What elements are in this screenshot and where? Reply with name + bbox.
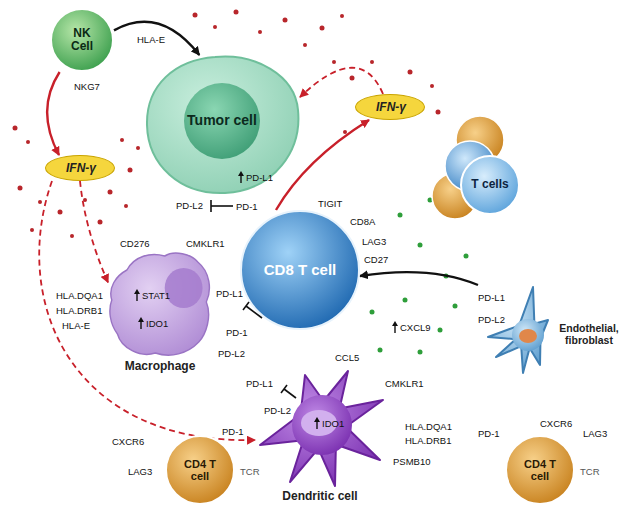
cd4-t-cell: CD4 T cell: [505, 435, 575, 505]
cell-name: NK Cell: [62, 27, 102, 53]
marker-label: PD-1: [236, 201, 258, 212]
cd8-t-cell: CD8 T cell: [240, 210, 360, 330]
marker-label: CXCR6: [112, 436, 144, 447]
cd4-t-cell: CD4 T cell: [165, 435, 235, 505]
marker-label: PD-L2: [264, 405, 291, 416]
marker-label: PSMB10: [393, 456, 431, 467]
dendritic-cell-shape: [255, 368, 385, 488]
cytokine-oval: IFN-γ: [355, 94, 425, 120]
macrophage-shape: [108, 250, 212, 358]
marker-label: STAT1: [142, 290, 170, 301]
marker-label: PD-L1: [246, 378, 273, 389]
cell-name: Tumor cell: [187, 113, 257, 128]
marker-label: PD-L1: [246, 172, 273, 183]
nk-cell: NK Cell: [50, 8, 114, 72]
signal-arrow: [300, 68, 383, 97]
marker-label: HLA.DQA1: [56, 290, 103, 301]
marker-label: HLA.DRB1: [405, 435, 451, 446]
marker-label: HLA-E: [137, 34, 165, 45]
cell-name: IFN-γ: [48, 162, 114, 175]
signal-arrow: [39, 181, 255, 440]
marker-label: CD276: [120, 238, 150, 249]
t-cell: T cells: [460, 155, 520, 215]
marker-label: TIGIT: [318, 198, 342, 209]
marker-label: CMKLR1: [186, 238, 225, 249]
marker-label: TCR: [240, 466, 260, 477]
cell-name: IFN-γ: [358, 101, 424, 114]
marker-label: HLA-E: [62, 320, 90, 331]
ifn-dots: [13, 10, 441, 239]
marker-label: PD-L1: [216, 288, 243, 299]
cell-name: Endothelial, fibroblast: [556, 323, 622, 346]
marker-label: CD27: [364, 254, 388, 265]
dendritic-cell: Dendritic cell: [255, 368, 385, 488]
tumor-cell: Tumor cell: [145, 55, 300, 195]
marker-label: CD8A: [350, 216, 375, 227]
marker-label: PD-1: [222, 426, 244, 437]
marker-label: PD-1: [478, 428, 500, 439]
marker-label: IDO1: [146, 318, 168, 329]
marker-label: CMKLR1: [385, 378, 424, 389]
marker-label: CXCL9: [400, 322, 431, 333]
marker-label: LAG3: [128, 466, 152, 477]
marker-label: LAG3: [362, 236, 386, 247]
marker-label: CCL5: [335, 352, 359, 363]
cell-name: T cells: [465, 178, 515, 191]
inhibition-marks: [211, 200, 296, 398]
cell-name: CD4 T cell: [515, 458, 565, 482]
signal-arrow: [360, 272, 478, 285]
cell-name: CD8 T cell: [260, 262, 340, 279]
marker-label: PD-L2: [176, 200, 203, 211]
macrophage: Macrophage: [108, 250, 212, 358]
marker-label: HLA.DRB1: [56, 305, 102, 316]
up-arrows: [134, 171, 398, 429]
marker-label: LAG3: [583, 428, 607, 439]
cytokine-oval: IFN-γ: [45, 155, 115, 181]
marker-label: PD-L2: [218, 348, 245, 359]
marker-label: PD-1: [226, 327, 248, 338]
marker-label: HLA.DQA1: [405, 421, 452, 432]
marker-label: IDO1: [322, 418, 344, 429]
signal-arrow: [47, 72, 59, 155]
cell-name: Macrophage: [125, 360, 196, 373]
marker-label: TCR: [580, 466, 600, 477]
signal-arrow: [80, 181, 108, 282]
marker-label: CXCR6: [540, 418, 572, 429]
marker-label: PD-L1: [478, 292, 505, 303]
marker-label: PD-L2: [478, 314, 505, 325]
marker-label: NKG7: [74, 81, 100, 92]
cell-name: Dendritic cell: [282, 490, 357, 503]
cell-name: CD4 T cell: [175, 458, 225, 482]
signal-arrow: [114, 22, 199, 55]
